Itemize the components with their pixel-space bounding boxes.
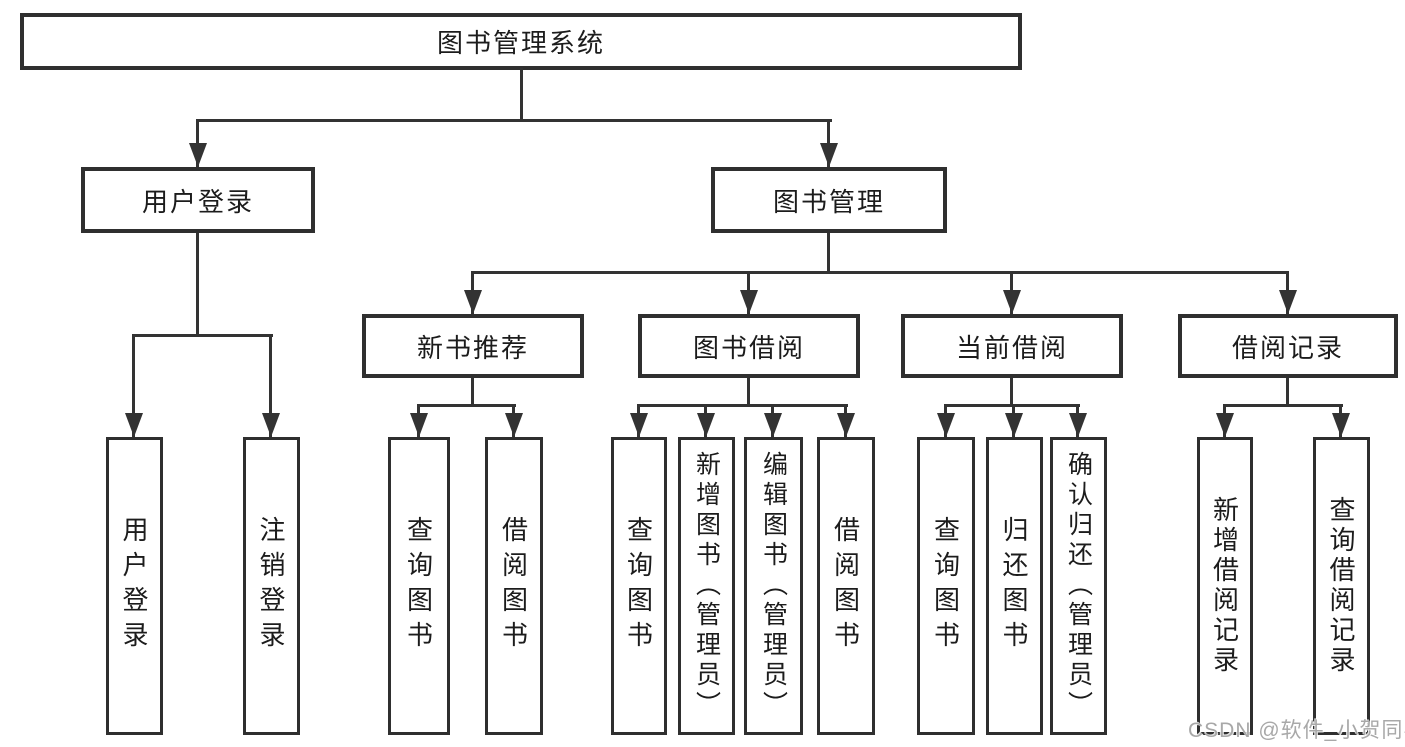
arrow-down-icon	[1069, 413, 1087, 437]
node-add-books-admin: 新增图书（管理员）	[678, 437, 735, 735]
node-label: 查询图书	[930, 516, 961, 656]
node-label: 查询图书	[403, 516, 434, 656]
node-borrow-books-recommend: 借阅图书	[485, 437, 543, 735]
connector-line	[520, 68, 523, 120]
arrow-down-icon	[937, 413, 955, 437]
arrow-down-icon	[740, 290, 758, 314]
node-label: 编辑图书（管理员）	[759, 451, 788, 721]
arrow-down-icon	[505, 413, 523, 437]
node-label: 借阅记录	[1231, 332, 1344, 363]
arrow-down-icon	[837, 413, 855, 437]
node-return-books: 归还图书	[986, 437, 1043, 735]
arrow-down-icon	[1332, 413, 1350, 437]
node-label: 新增图书（管理员）	[692, 451, 721, 721]
node-current-borrow: 当前借阅	[901, 314, 1123, 378]
arrow-down-icon	[1279, 290, 1297, 314]
connector-line	[1010, 378, 1013, 407]
node-borrow-books-leaf: 借阅图书	[817, 437, 875, 735]
node-book-management: 图书管理	[711, 167, 947, 233]
node-edit-books-admin: 编辑图书（管理员）	[744, 437, 803, 735]
connector-line	[1286, 378, 1289, 407]
arrow-down-icon	[764, 413, 782, 437]
node-query-books-borrow: 查询图书	[611, 437, 667, 735]
connector-line	[471, 378, 474, 407]
connector-line	[269, 334, 272, 437]
arrow-down-icon	[410, 413, 428, 437]
connector-line	[196, 119, 832, 122]
node-label: 确认归还（管理员）	[1064, 451, 1093, 721]
node-label: 新书推荐	[416, 332, 529, 363]
connector-line	[132, 334, 273, 337]
arrow-down-icon	[820, 143, 838, 167]
arrow-down-icon	[1005, 413, 1023, 437]
node-label: 用户登录	[141, 186, 254, 217]
connector-line	[132, 334, 135, 437]
node-query-borrow-record: 查询借阅记录	[1313, 437, 1370, 735]
node-query-books-current: 查询图书	[917, 437, 975, 735]
arrow-down-icon	[464, 290, 482, 314]
node-label: 用户登录	[119, 516, 149, 656]
connector-line	[417, 404, 516, 407]
connector-line	[471, 271, 1289, 274]
node-query-books-recommend: 查询图书	[388, 437, 450, 735]
node-library-management-system: 图书管理系统	[20, 13, 1022, 70]
node-label: 图书管理系统	[436, 28, 605, 58]
csdn-watermark: CSDN @软件_小贺同学	[1188, 719, 1405, 742]
node-borrow-records: 借阅记录	[1178, 314, 1398, 378]
node-user-login-leaf: 用户登录	[106, 437, 163, 735]
node-book-borrow: 图书借阅	[638, 314, 860, 378]
arrow-down-icon	[697, 413, 715, 437]
node-user-login: 用户登录	[81, 167, 315, 233]
node-label: 借阅图书	[830, 516, 861, 656]
node-label: 查询图书	[623, 516, 654, 656]
node-label: 注销登录	[256, 516, 286, 656]
arrow-down-icon	[262, 413, 280, 437]
node-logout: 注销登录	[243, 437, 300, 735]
node-label: 图书借阅	[692, 332, 805, 363]
arrow-down-icon	[630, 413, 648, 437]
arrow-down-icon	[1003, 290, 1021, 314]
node-new-book-recommend: 新书推荐	[362, 314, 584, 378]
node-add-borrow-record: 新增借阅记录	[1197, 437, 1253, 735]
connector-line	[827, 233, 830, 274]
node-label: 当前借阅	[955, 332, 1068, 363]
arrow-down-icon	[125, 413, 143, 437]
node-label: 查询借阅记录	[1326, 496, 1356, 676]
node-label: 借阅图书	[498, 516, 529, 656]
connector-line	[1223, 404, 1343, 407]
arrow-down-icon	[1216, 413, 1234, 437]
node-label: 归还图书	[999, 516, 1029, 656]
node-confirm-return-admin: 确认归还（管理员）	[1050, 437, 1107, 735]
connector-line	[637, 404, 848, 407]
connector-line	[747, 378, 750, 407]
node-label: 新增借阅记录	[1209, 496, 1240, 676]
connector-line	[196, 233, 199, 337]
node-label: 图书管理	[772, 186, 885, 217]
arrow-down-icon	[189, 143, 207, 167]
